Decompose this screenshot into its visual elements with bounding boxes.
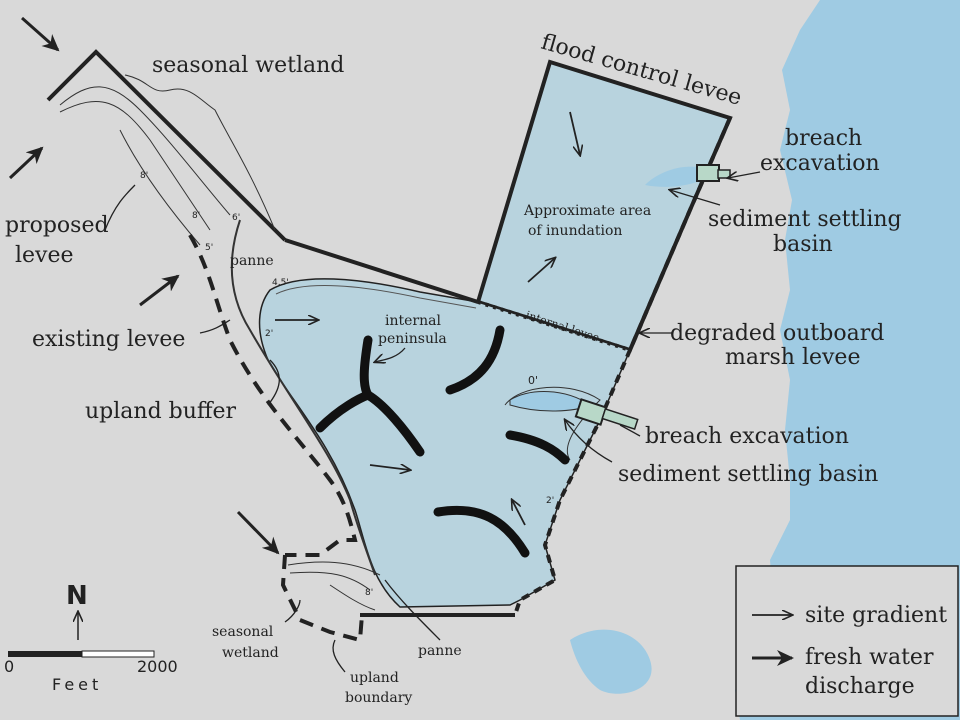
legend-site-gradient: site gradient xyxy=(805,603,947,628)
contour-label: 8' xyxy=(365,588,373,598)
label-seasonal-bottom-1: seasonal xyxy=(212,624,274,640)
legend-fresh-water-1: fresh water xyxy=(805,645,934,670)
breach-channel-top xyxy=(717,169,731,179)
scale-end: 2000 xyxy=(137,657,178,676)
seasonal-wetland-channel-b xyxy=(59,100,211,231)
contour-label: 6' xyxy=(232,213,240,223)
label-panne-top: panne xyxy=(230,253,274,269)
label-breach-top-1: breach xyxy=(785,126,862,151)
label-sediment-mid: sediment settling basin xyxy=(618,462,878,487)
seasonal-wetland-bracket xyxy=(124,74,276,231)
lower-inlet-water xyxy=(570,629,652,694)
label-contour-zero: 0' xyxy=(528,374,538,387)
peninsula-segment-4 xyxy=(433,505,530,558)
leader-existing-levee xyxy=(199,319,231,334)
south-wetland-channels xyxy=(287,561,381,611)
main-pond-inner-line xyxy=(275,285,477,309)
leader-sediment-mid xyxy=(565,420,613,463)
label-breach-mid: breach excavation xyxy=(645,424,849,449)
leader-seasonal-bottom xyxy=(284,599,301,623)
fresh-water-discharge-arrow-icon xyxy=(8,146,44,180)
breach-channel-mid xyxy=(601,408,639,430)
label-upland-boundary-2: boundary xyxy=(345,690,412,706)
north-letter: N xyxy=(66,581,88,611)
site-gradient-arrow-icon xyxy=(527,258,555,283)
seasonal-wetland-channel-c xyxy=(119,129,201,246)
scale-bar-dark xyxy=(8,651,82,657)
sediment-basin-outline xyxy=(504,386,601,461)
label-breach-top-2: excavation xyxy=(760,151,880,176)
scale-unit: Feet xyxy=(52,675,102,694)
label-sediment-top-1: sediment settling xyxy=(708,207,902,232)
existing-levee xyxy=(230,219,376,576)
proposed-levee xyxy=(188,234,358,557)
seasonal-wetland-cell xyxy=(46,49,287,242)
fresh-water-discharge-arrow-icon xyxy=(21,16,60,52)
fresh-water-discharge-arrow-icon xyxy=(139,274,180,307)
leader-breach-top xyxy=(728,172,761,178)
leader-upland-boundary xyxy=(332,639,346,673)
breach-excavation-top xyxy=(696,164,720,182)
legend-box xyxy=(735,565,959,717)
contour-label: 4.5' xyxy=(272,278,289,288)
peninsula-segment-3 xyxy=(505,430,570,465)
label-sediment-top-2: basin xyxy=(773,232,833,257)
label-degraded-1: degraded outboard xyxy=(670,321,884,346)
peninsula-segment-2 xyxy=(445,325,505,395)
flood-control-levee-link xyxy=(284,238,479,304)
internal-levee xyxy=(477,300,631,352)
legend-fresh-water-2: discharge xyxy=(805,674,915,699)
site-gradient-arrow-icon xyxy=(369,465,410,470)
scale-bar-light xyxy=(81,650,155,658)
label-approx-1: Approximate area xyxy=(523,203,651,219)
site-gradient-arrow-icon xyxy=(512,500,526,526)
scale-start: 0 xyxy=(4,657,14,676)
seasonal-wetland-channel-a xyxy=(59,86,231,216)
contour-label: 2' xyxy=(265,329,273,339)
upland-boundary xyxy=(280,554,364,643)
contour-label: 5' xyxy=(205,243,213,253)
site-gradient-arrow-icon xyxy=(569,111,580,155)
fresh-water-discharge-arrow-icon xyxy=(236,510,280,555)
leader-panne-bottom xyxy=(384,579,441,641)
inundation-cell xyxy=(475,59,733,353)
label-upland-boundary-1: upland xyxy=(350,670,399,686)
label-degraded-2: marsh levee xyxy=(725,345,860,370)
label-approx-2: of inundation xyxy=(528,223,622,239)
label-existing-levee: existing levee xyxy=(32,327,185,352)
contour-label: 8' xyxy=(140,171,148,181)
leader-proposed xyxy=(104,184,136,231)
label-seasonal-wetland: seasonal wetland xyxy=(152,53,344,78)
leader-sediment-top xyxy=(670,190,721,206)
label-peninsula-2: peninsula xyxy=(378,331,447,347)
leader-breach-mid xyxy=(619,424,641,437)
label-panne-bottom: panne xyxy=(418,643,462,659)
label-upland-buffer: upland buffer xyxy=(85,399,237,424)
contour-label: 8' xyxy=(192,211,200,221)
leader-peninsula xyxy=(375,347,406,362)
label-proposed-1: proposed xyxy=(5,213,109,238)
label-peninsula-1: internal xyxy=(385,313,441,329)
leader-upland-buffer xyxy=(267,359,280,406)
contour-label: 2' xyxy=(546,496,554,506)
bay-water xyxy=(735,0,960,720)
label-proposed-2: levee xyxy=(15,243,74,268)
internal-peninsula xyxy=(315,335,425,457)
label-seasonal-bottom-2: wetland xyxy=(222,645,279,661)
